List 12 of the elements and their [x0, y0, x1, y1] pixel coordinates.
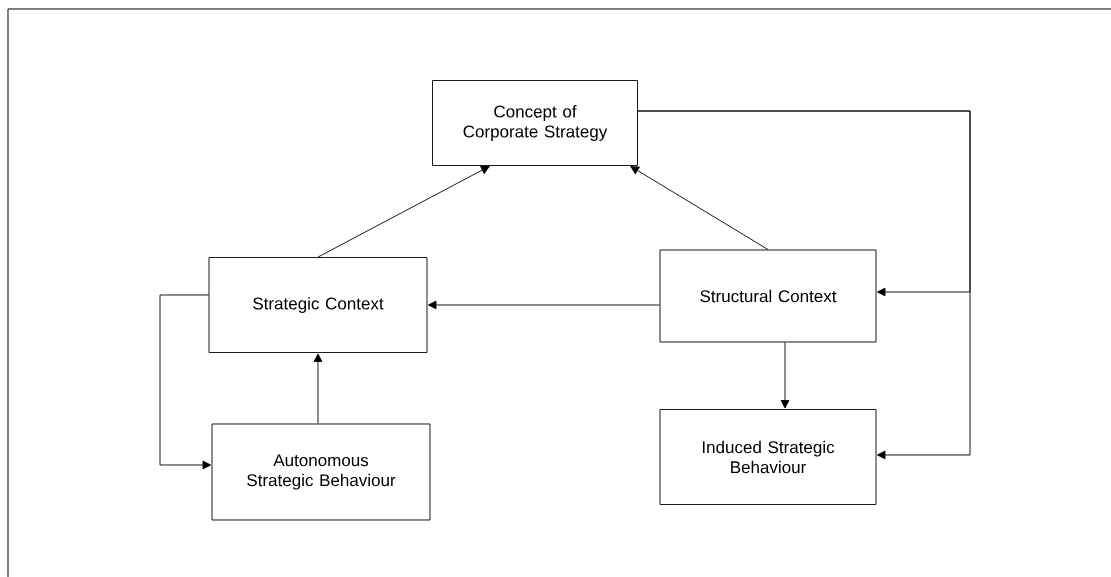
arrow — [428, 300, 660, 310]
arrow — [780, 342, 790, 409]
text-box: Strategic Context — [208, 257, 428, 353]
arrow — [159, 294, 211, 470]
arrow — [630, 166, 769, 250]
text-box: Induced Strategic Behaviour — [659, 409, 877, 505]
text-box: Structural Context — [659, 249, 877, 343]
text-box: Concept of Corporate Strategy — [432, 80, 638, 166]
arrow — [317, 165, 490, 258]
arrow — [313, 353, 323, 424]
arrow — [637, 110, 971, 460]
text-box: Autonomous Strategic Behaviour — [211, 423, 431, 521]
